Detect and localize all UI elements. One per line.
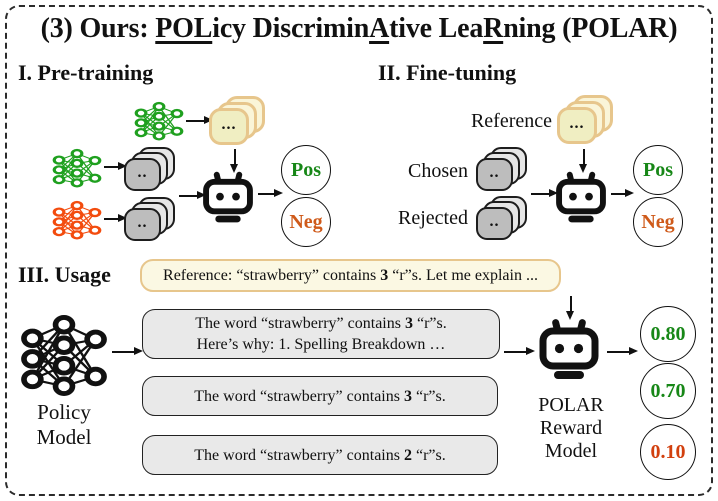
trajectory-stack-icon: ..: [124, 147, 175, 191]
orange-policy-network-icon: [52, 200, 102, 240]
arrow-right-icon: [179, 191, 206, 200]
arrow-right-icon: [104, 214, 127, 223]
ellipsis: ..: [489, 212, 500, 230]
chosen-trajectory-stack-icon: ..: [476, 147, 527, 191]
reference-answer-box: Reference: “strawberry” contains 3 “r”s.…: [140, 259, 561, 292]
score-value: 0.80: [650, 322, 686, 345]
arrow-right-icon: [607, 347, 638, 356]
arrow-right-icon: [186, 116, 213, 125]
score-circle-3: 0.10: [640, 424, 696, 480]
ellipsis: ..: [137, 163, 148, 181]
polar-reward-model-robot-icon: [537, 316, 601, 382]
title-segment: (3) Ours:: [40, 13, 156, 44]
rejected-label: Rejected: [398, 207, 468, 229]
chosen-label: Chosen: [408, 160, 468, 182]
model-output-text: The word “strawberry” contains 3 “r”s.He…: [195, 315, 447, 353]
arrow-down-icon: [566, 296, 575, 320]
reward-model-robot-icon: [201, 168, 255, 226]
reward-model-robot-icon: [554, 168, 608, 226]
reference-label: Reference: [470, 110, 552, 132]
figure-title: (3) Ours: POLicy DiscriminAtive LeaRning…: [0, 13, 718, 45]
finetuning-heading: II. Fine-tuning: [378, 60, 517, 85]
usage-heading: III. Usage: [18, 262, 111, 287]
green-policy-network-icon: [134, 101, 184, 141]
neg-output-circle: Neg: [281, 197, 331, 247]
pos-output-circle: Pos: [633, 145, 683, 195]
green-policy-network-icon: [52, 148, 102, 188]
arrow-right-icon: [504, 347, 535, 356]
reference-trajectory-stack-icon: ...: [557, 95, 613, 144]
neg-label: Neg: [289, 210, 323, 233]
arrow-right-icon: [112, 347, 143, 356]
model-output-text: The word “strawberry” contains 2 “r”s.: [194, 446, 446, 464]
title-segment: tive Lea: [389, 13, 484, 44]
pos-label: Pos: [643, 158, 673, 181]
model-output-box-2: The word “strawberry” contains 3 “r”s.: [142, 376, 498, 416]
reference-answer-text: Reference: “strawberry” contains 3 “r”s.…: [163, 267, 538, 284]
arrow-right-icon: [531, 189, 558, 198]
title-segment: ning (POLAR): [503, 13, 678, 44]
neg-output-circle: Neg: [633, 197, 683, 247]
score-circle-2: 0.70: [640, 363, 696, 419]
score-circle-1: 0.80: [640, 306, 696, 362]
rejected-trajectory-stack-icon: ..: [476, 196, 527, 240]
ellipsis: ..: [137, 213, 148, 231]
reference-trajectory-stack-icon: ...: [209, 96, 265, 145]
model-output-box-1: The word “strawberry” contains 3 “r”s.He…: [142, 309, 500, 359]
arrow-right-icon: [611, 189, 634, 198]
policy-model-network-icon: [20, 313, 108, 397]
neg-label: Neg: [641, 210, 675, 233]
pretraining-heading: I. Pre-training: [18, 60, 154, 85]
title-segment: icy Discrimin: [212, 13, 370, 44]
ellipsis: ...: [569, 114, 585, 132]
title-underlined-a: A: [369, 13, 390, 44]
model-output-text: The word “strawberry” contains 3 “r”s.: [194, 387, 446, 405]
ellipsis: ...: [221, 115, 237, 133]
pos-output-circle: Pos: [281, 145, 331, 195]
title-underlined-r: R: [483, 13, 504, 44]
arrow-right-icon: [104, 162, 127, 171]
title-underlined-pol: POL: [155, 13, 213, 44]
trajectory-stack-icon: ..: [124, 197, 175, 241]
score-value: 0.10: [650, 440, 686, 463]
arrow-down-icon: [230, 149, 239, 173]
model-output-box-3: The word “strawberry” contains 2 “r”s.: [142, 435, 498, 475]
pos-label: Pos: [291, 158, 321, 181]
ellipsis: ..: [489, 163, 500, 181]
arrow-down-icon: [579, 149, 588, 173]
score-value: 0.70: [650, 379, 686, 402]
arrow-right-icon: [258, 189, 283, 198]
